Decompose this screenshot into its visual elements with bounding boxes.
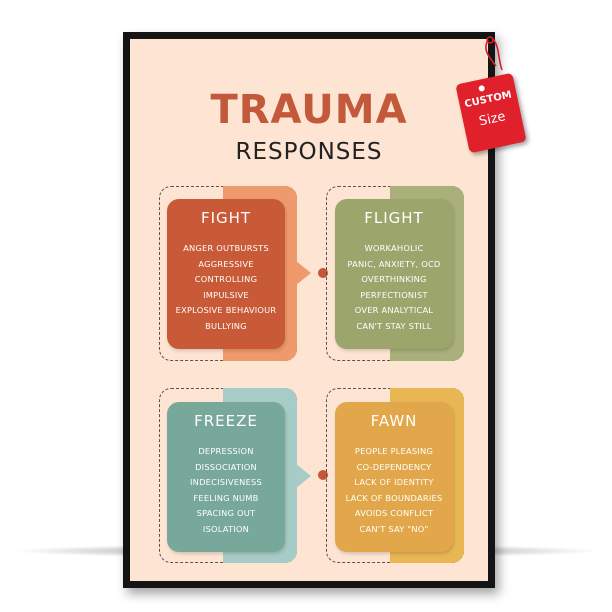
list-item: OVERTHINKING xyxy=(361,274,427,284)
list-item: DEPRESSION xyxy=(198,446,254,456)
fawn-symptom-list: PEOPLE PLEASING CO-DEPENDENCY LACK OF ID… xyxy=(329,444,459,537)
flight-symptom-list: WORKAHOLIC PANIC, ANXIETY, OCD OVERTHINK… xyxy=(329,241,459,334)
freeze-symptom-list: DEPRESSION DISSOCIATION INDECISIVENESS F… xyxy=(161,444,291,537)
freeze-card-title: FREEZE xyxy=(194,412,258,430)
list-item: FEELING NUMB xyxy=(193,492,259,503)
list-item: ANGER OUTBURSTS xyxy=(183,243,269,253)
list-item: PANIC, ANXIETY, OCD xyxy=(347,258,441,269)
flight-card: FLIGHT WORKAHOLIC PANIC, ANXIETY, OCD OV… xyxy=(335,199,453,349)
poster-title: TRAUMA xyxy=(210,87,408,133)
fight-card: FIGHT ANGER OUTBURSTS AGGRESSIVE CONTROL… xyxy=(167,199,285,349)
list-item: EXPLOSIVE BEHAVIOUR xyxy=(175,305,277,315)
list-item: LACK OF IDENTITY xyxy=(354,477,434,487)
fawn-card: FAWN PEOPLE PLEASING CO-DEPENDENCY LACK … xyxy=(335,402,453,552)
list-item: AVOIDS CONFLICT xyxy=(354,508,434,518)
connector-dot-top xyxy=(318,268,328,278)
fight-symptom-list: ANGER OUTBURSTS AGGRESSIVE CONTROLLING I… xyxy=(161,241,291,334)
poster-subtitle: RESPONSES xyxy=(235,139,383,165)
fawn-card-title: FAWN xyxy=(370,412,418,430)
list-item: CAN'T SAY "NO" xyxy=(359,523,429,534)
list-item: WORKAHOLIC xyxy=(364,243,424,253)
list-item: LACK OF BOUNDARIES xyxy=(345,492,443,503)
freeze-card: FREEZE DEPRESSION DISSOCIATION INDECISIV… xyxy=(167,402,285,552)
freeze-pointer-arrow xyxy=(296,464,311,488)
list-item: OVER ANALYTICAL xyxy=(354,305,434,315)
flight-card-title: FLIGHT xyxy=(364,209,424,227)
fight-card-title: FIGHT xyxy=(200,209,252,227)
fight-pointer-arrow xyxy=(296,261,311,285)
list-item: DISSOCIATION xyxy=(195,461,257,472)
list-item: CAN'T STAY STILL xyxy=(356,320,432,331)
tag-label-size: Size xyxy=(477,109,507,130)
tag-hole xyxy=(478,84,486,92)
custom-size-tag: CUSTOM Size xyxy=(452,36,532,156)
list-item: PERFECTIONIST xyxy=(360,289,428,300)
list-item: SPACING OUT xyxy=(196,508,256,518)
list-item: CONTROLLING xyxy=(194,274,258,284)
poster-frame: TRAUMA RESPONSES FIGHT ANGER OUTBURSTS A… xyxy=(123,32,495,588)
poster: TRAUMA RESPONSES FIGHT ANGER OUTBURSTS A… xyxy=(130,39,488,581)
list-item: PEOPLE PLEASING xyxy=(354,446,434,456)
list-item: CO-DEPENDENCY xyxy=(356,461,432,472)
list-item: BULLYING xyxy=(205,320,247,331)
tag-string-icon xyxy=(485,36,503,71)
list-item: AGGRESSIVE xyxy=(198,258,254,269)
list-item: ISOLATION xyxy=(202,523,250,534)
list-item: IMPULSIVE xyxy=(203,289,249,300)
connector-dot-bottom xyxy=(318,470,328,480)
list-item: INDECISIVENESS xyxy=(190,477,262,487)
